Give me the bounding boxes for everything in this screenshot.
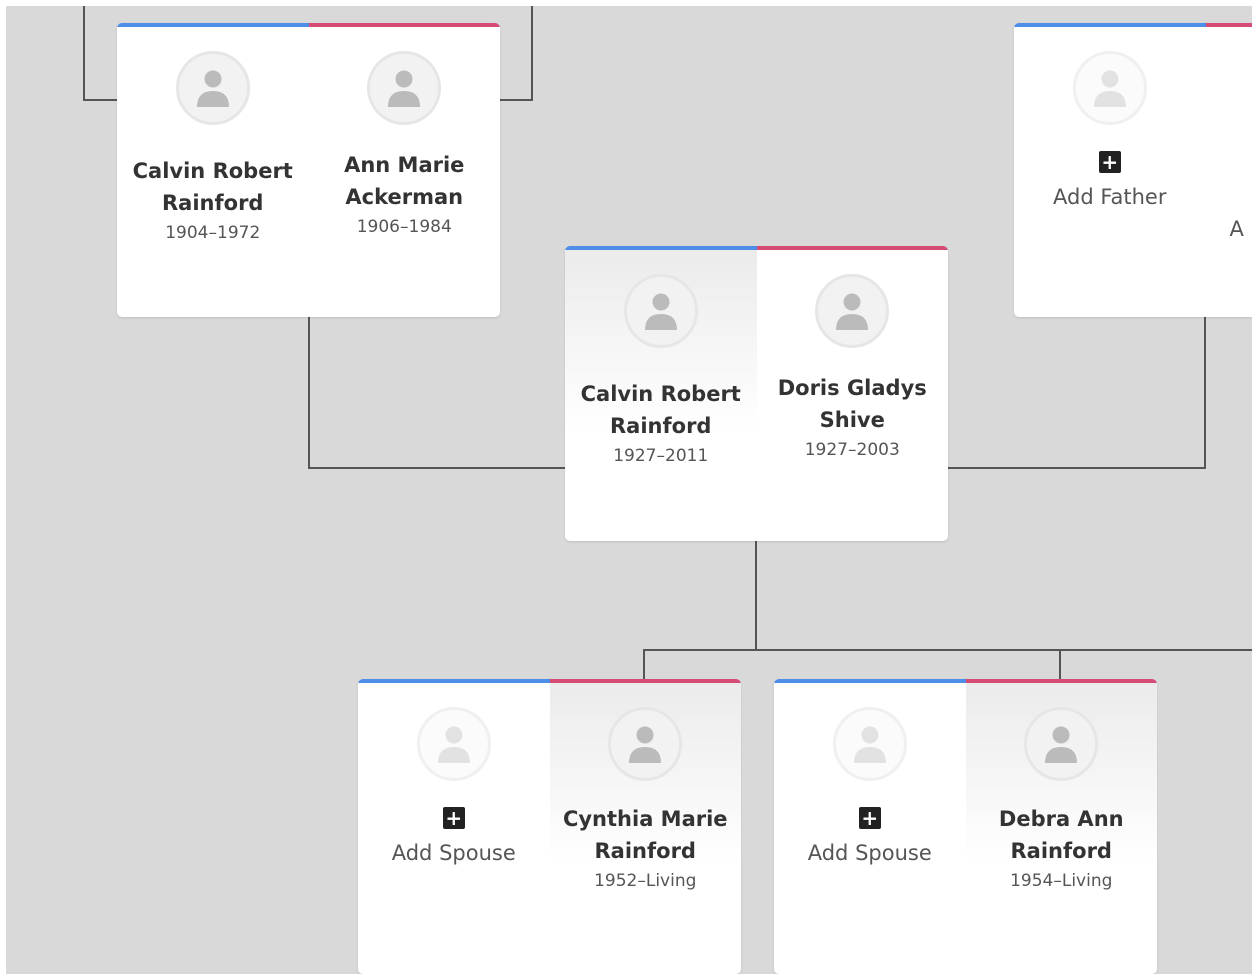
- avatar: [815, 274, 890, 348]
- person-name-line: Rainford: [1010, 839, 1112, 863]
- family-tree-canvas[interactable]: Calvin Robert Rainford 1904–1972 Ann Mar…: [6, 6, 1252, 974]
- connector-line: [948, 467, 1206, 469]
- person-name: Doris Gladys Shive: [772, 372, 933, 436]
- person-dates: 1954–Living: [1010, 871, 1113, 891]
- person-silhouette-icon: [1093, 70, 1126, 107]
- person-name: Debra Ann Rainford: [993, 803, 1130, 867]
- person-silhouette-icon: [437, 726, 470, 763]
- connector-line: [643, 649, 645, 679]
- person-name: Calvin Robert Rainford: [127, 155, 299, 219]
- connector-line: [83, 99, 117, 101]
- person-name-line: Rainford: [610, 414, 712, 438]
- connector-line: [1059, 649, 1061, 679]
- avatar: [416, 707, 491, 781]
- person-card-doris-gladys-shive[interactable]: Doris Gladys Shive 1927–2003: [756, 246, 948, 541]
- person-silhouette-icon: [1045, 726, 1078, 763]
- person-card-cynthia-marie-rainford[interactable]: Cynthia Marie Rainford 1952–Living: [549, 679, 741, 974]
- person-name-line: Calvin Robert: [580, 382, 741, 406]
- connector-line: [755, 541, 757, 651]
- add-mother-card[interactable]: + A: [1205, 23, 1252, 317]
- person-card-calvin-robert-rainford-1927[interactable]: Calvin Robert Rainford 1927–2011: [565, 246, 757, 541]
- person-name-line: Ackerman: [345, 185, 464, 209]
- person-name-line: Rainford: [162, 191, 264, 215]
- connector-line: [1204, 317, 1206, 469]
- connector-line: [83, 6, 85, 101]
- plus-square-icon[interactable]: +: [1098, 151, 1121, 173]
- connector-line: [643, 649, 1252, 651]
- avatar: [608, 707, 683, 781]
- person-silhouette-icon: [196, 70, 229, 107]
- avatar: [367, 51, 442, 125]
- connector-line: [308, 317, 310, 469]
- person-silhouette-icon: [644, 293, 677, 330]
- person-name-line: Rainford: [594, 839, 696, 863]
- avatar: [175, 51, 250, 125]
- couple-card-child-cynthia: + Add Spouse Cynthia Marie Rainford 1952…: [358, 679, 741, 974]
- person-silhouette-icon: [836, 293, 869, 330]
- person-dates: 1952–Living: [594, 871, 697, 891]
- person-card-debra-ann-rainford[interactable]: Debra Ann Rainford 1954–Living: [965, 679, 1157, 974]
- person-silhouette-icon: [388, 70, 421, 107]
- couple-card-parents: Calvin Robert Rainford 1927–2011 Doris G…: [565, 246, 948, 541]
- person-dates: 1904–1972: [165, 223, 261, 243]
- person-silhouette-icon: [629, 726, 662, 763]
- person-card-calvin-robert-rainford-1904[interactable]: Calvin Robert Rainford 1904–1972: [117, 23, 309, 317]
- add-spouse-card[interactable]: + Add Spouse: [774, 679, 966, 974]
- person-dates: 1927–2003: [804, 440, 900, 460]
- avatar: [1024, 707, 1099, 781]
- connector-line: [500, 99, 533, 101]
- plus-square-icon[interactable]: +: [858, 807, 881, 829]
- person-card-ann-marie-ackerman[interactable]: Ann Marie Ackerman 1906–1984: [308, 23, 500, 317]
- connector-line: [531, 6, 533, 101]
- person-name-line: Doris Gladys: [777, 376, 927, 400]
- avatar: [832, 707, 907, 781]
- add-father-card[interactable]: + Add Father: [1014, 23, 1206, 317]
- add-father-label[interactable]: Add Father: [1053, 185, 1167, 209]
- plus-square-icon[interactable]: +: [442, 807, 465, 829]
- add-spouse-label[interactable]: Add Spouse: [391, 841, 516, 865]
- person-name-line: Shive: [819, 408, 885, 432]
- add-mother-label[interactable]: A: [1229, 217, 1244, 241]
- couple-card-grandparents-maternal: + Add Father + A: [1014, 23, 1252, 317]
- person-name: Ann Marie Ackerman: [338, 149, 470, 213]
- person-name-line: Ann Marie: [344, 153, 465, 177]
- add-spouse-card[interactable]: + Add Spouse: [358, 679, 550, 974]
- person-name-line: Calvin Robert: [132, 159, 293, 183]
- connector-line: [308, 467, 566, 469]
- person-name-line: Debra Ann: [998, 807, 1124, 831]
- person-name-line: Cynthia Marie: [562, 807, 728, 831]
- person-name: Cynthia Marie Rainford: [557, 803, 734, 867]
- avatar: [623, 274, 698, 348]
- couple-card-grandparents-paternal: Calvin Robert Rainford 1904–1972 Ann Mar…: [117, 23, 500, 317]
- avatar: [1072, 51, 1147, 125]
- add-spouse-label[interactable]: Add Spouse: [807, 841, 932, 865]
- person-name: Calvin Robert Rainford: [575, 378, 747, 442]
- person-silhouette-icon: [853, 726, 886, 763]
- person-dates: 1927–2011: [613, 446, 709, 466]
- couple-card-child-debra: + Add Spouse Debra Ann Rainford 1954–Liv…: [774, 679, 1157, 974]
- person-dates: 1906–1984: [356, 217, 452, 237]
